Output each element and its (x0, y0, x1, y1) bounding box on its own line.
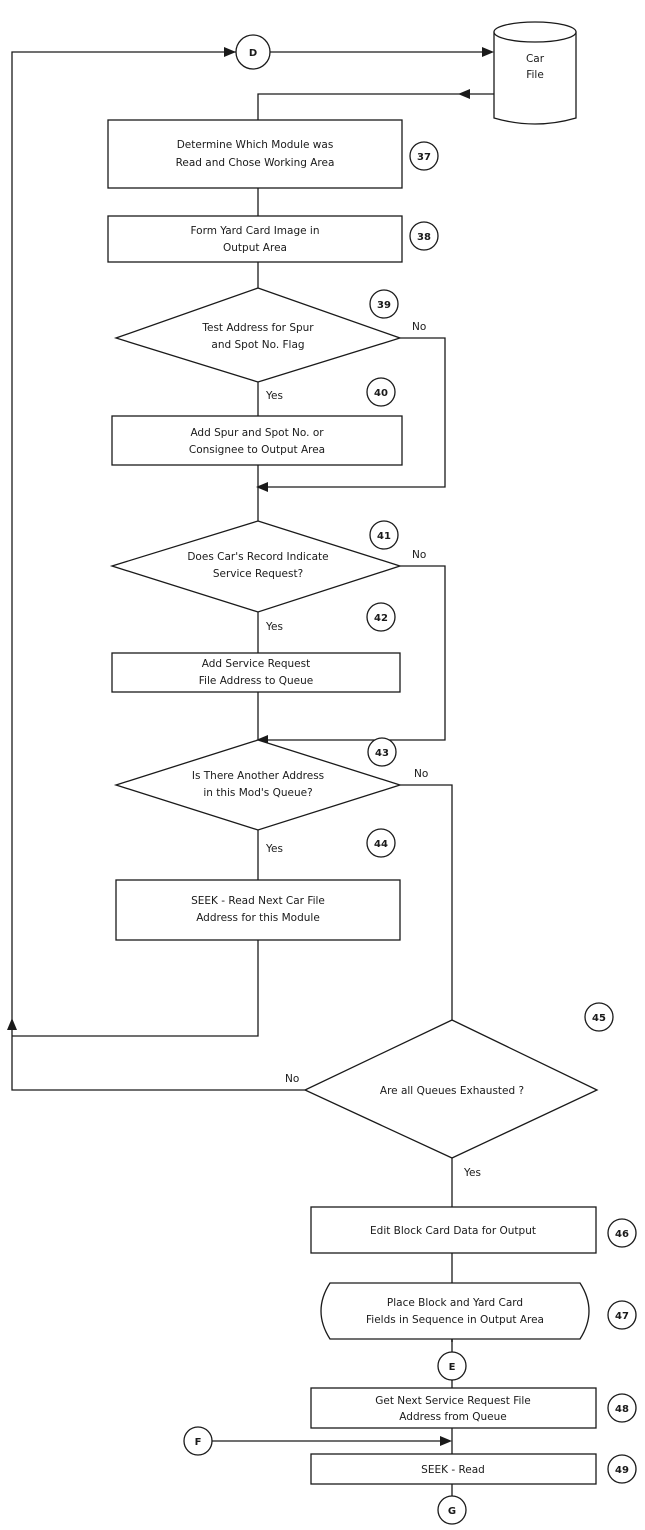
step-47-line1: Place Block and Yard Card (387, 1297, 523, 1309)
connector-d-label: D (249, 48, 257, 59)
svg-text:39: 39 (377, 300, 391, 311)
f-arrow (440, 1436, 452, 1446)
step-43-decision: Is There Another Address in this Mod's Q… (113, 739, 403, 831)
step-41-number: 41 (369, 520, 399, 550)
step-43-line2: in this Mod's Queue? (203, 787, 312, 799)
svg-text:49: 49 (615, 1465, 629, 1476)
arrow-into-d (224, 47, 236, 57)
step-45-line1: Are all Queues Exhausted ? (380, 1085, 524, 1097)
step-44-line2: Address for this Module (196, 912, 320, 924)
svg-text:38: 38 (417, 232, 431, 243)
step-42-number: 42 (366, 602, 396, 632)
step-46-line1: Edit Block Card Data for Output (370, 1225, 536, 1237)
step-40-line2: Consignee to Output Area (189, 444, 325, 456)
step-43-number: 43 (367, 737, 397, 767)
step-38-process: Form Yard Card Image in Output Area (107, 215, 403, 263)
step-44-line1: SEEK - Read Next Car File (191, 895, 325, 907)
step-43-yes-label: Yes (265, 843, 283, 855)
step-43-line1: Is There Another Address (192, 770, 324, 782)
step-45-decision: Are all Queues Exhausted ? (303, 1019, 599, 1159)
svg-text:40: 40 (374, 388, 388, 399)
connector-g-laid-out: G (437, 1495, 467, 1525)
connector-f-laid-out: F (183, 1426, 213, 1456)
svg-text:41: 41 (377, 531, 391, 542)
step-38-number: 38 (409, 221, 439, 251)
step-48-number: 48 (607, 1393, 637, 1423)
step-49-process-box: SEEK - Read (310, 1453, 597, 1485)
step-37-number: 37 (409, 141, 439, 171)
step-42-line2: File Address to Queue (199, 675, 313, 687)
connector-f-label-laid-out: F (195, 1437, 202, 1448)
car-file-line2: File (526, 69, 544, 81)
step-37-line1: Determine Which Module was (177, 139, 334, 151)
step-39-line1: Test Address for Spur (201, 322, 314, 334)
step-37-process: Determine Which Module was Read and Chos… (107, 119, 403, 189)
step-46-number: 46 (607, 1218, 637, 1248)
step-43-no-label: No (414, 768, 428, 780)
svg-text:46: 46 (615, 1229, 629, 1240)
step-38-line2: Output Area (223, 242, 287, 254)
step-47-line2: Fields in Sequence in Output Area (366, 1314, 544, 1326)
step-42-line1: Add Service Request (202, 658, 310, 670)
svg-text:48: 48 (615, 1404, 629, 1415)
step-48-line1: Get Next Service Request File (375, 1395, 531, 1407)
connector-d: D (235, 34, 271, 70)
svg-text:42: 42 (374, 613, 388, 624)
step-45-yes-label: Yes (463, 1167, 481, 1179)
step-45-number: 45 (584, 1002, 614, 1032)
step-47-number: 47 (607, 1300, 637, 1330)
connector-g-label-laid-out: G (448, 1506, 456, 1517)
step-40-line1: Add Spur and Spot No. or (190, 427, 324, 439)
step-42-process: Add Service Request File Address to Queu… (111, 652, 401, 693)
step-39-decision: Test Address for Spur and Spot No. Flag (113, 287, 403, 383)
step-39-number: 39 (369, 289, 399, 319)
step-39-no-label: No (412, 321, 426, 333)
step-39-yes-label: Yes (265, 390, 283, 402)
step-40-process: Add Spur and Spot No. or Consignee to Ou… (111, 415, 403, 466)
step-37-line2: Read and Chose Working Area (176, 157, 335, 169)
step-49-number: 49 (607, 1454, 637, 1484)
step-47-process: Place Block and Yard Card Fields in Sequ… (320, 1282, 590, 1340)
svg-text:43: 43 (375, 748, 389, 759)
car-file-line1: Car (526, 53, 545, 65)
step-41-line1: Does Car's Record Indicate (187, 551, 328, 563)
step-48-line2: Address from Queue (399, 1411, 506, 1423)
step-44-process: SEEK - Read Next Car File Address for th… (115, 879, 401, 941)
step-41-line2: Service Request? (213, 568, 303, 580)
connector-e-truly-final: E (437, 1351, 467, 1381)
step-39-line2: and Spot No. Flag (211, 339, 304, 351)
svg-text:45: 45 (592, 1013, 606, 1024)
loop-arrow-up (7, 1018, 17, 1030)
loop-back-line (11, 51, 236, 1036)
step-41-no-label: No (412, 549, 426, 561)
car-file-storage: Car File (493, 21, 577, 125)
step-45-no-label: No (285, 1073, 299, 1085)
step-40-number: 40 (366, 377, 396, 407)
svg-text:37: 37 (417, 152, 431, 163)
step-38-line1: Form Yard Card Image in (190, 225, 319, 237)
svg-text:47: 47 (615, 1311, 629, 1322)
step-46-process: Edit Block Card Data for Output (310, 1206, 597, 1254)
svg-text:44: 44 (374, 839, 388, 850)
step-41-yes-label: Yes (265, 621, 283, 633)
step-48-process-box-laid-out: Get Next Service Request File Address fr… (310, 1387, 597, 1429)
step-44-number: 44 (366, 828, 396, 858)
connector-e-truly-final-label: E (449, 1362, 456, 1373)
step-49-line1: SEEK - Read (421, 1464, 485, 1476)
step-41-decision: Does Car's Record Indicate Service Reque… (109, 520, 403, 613)
